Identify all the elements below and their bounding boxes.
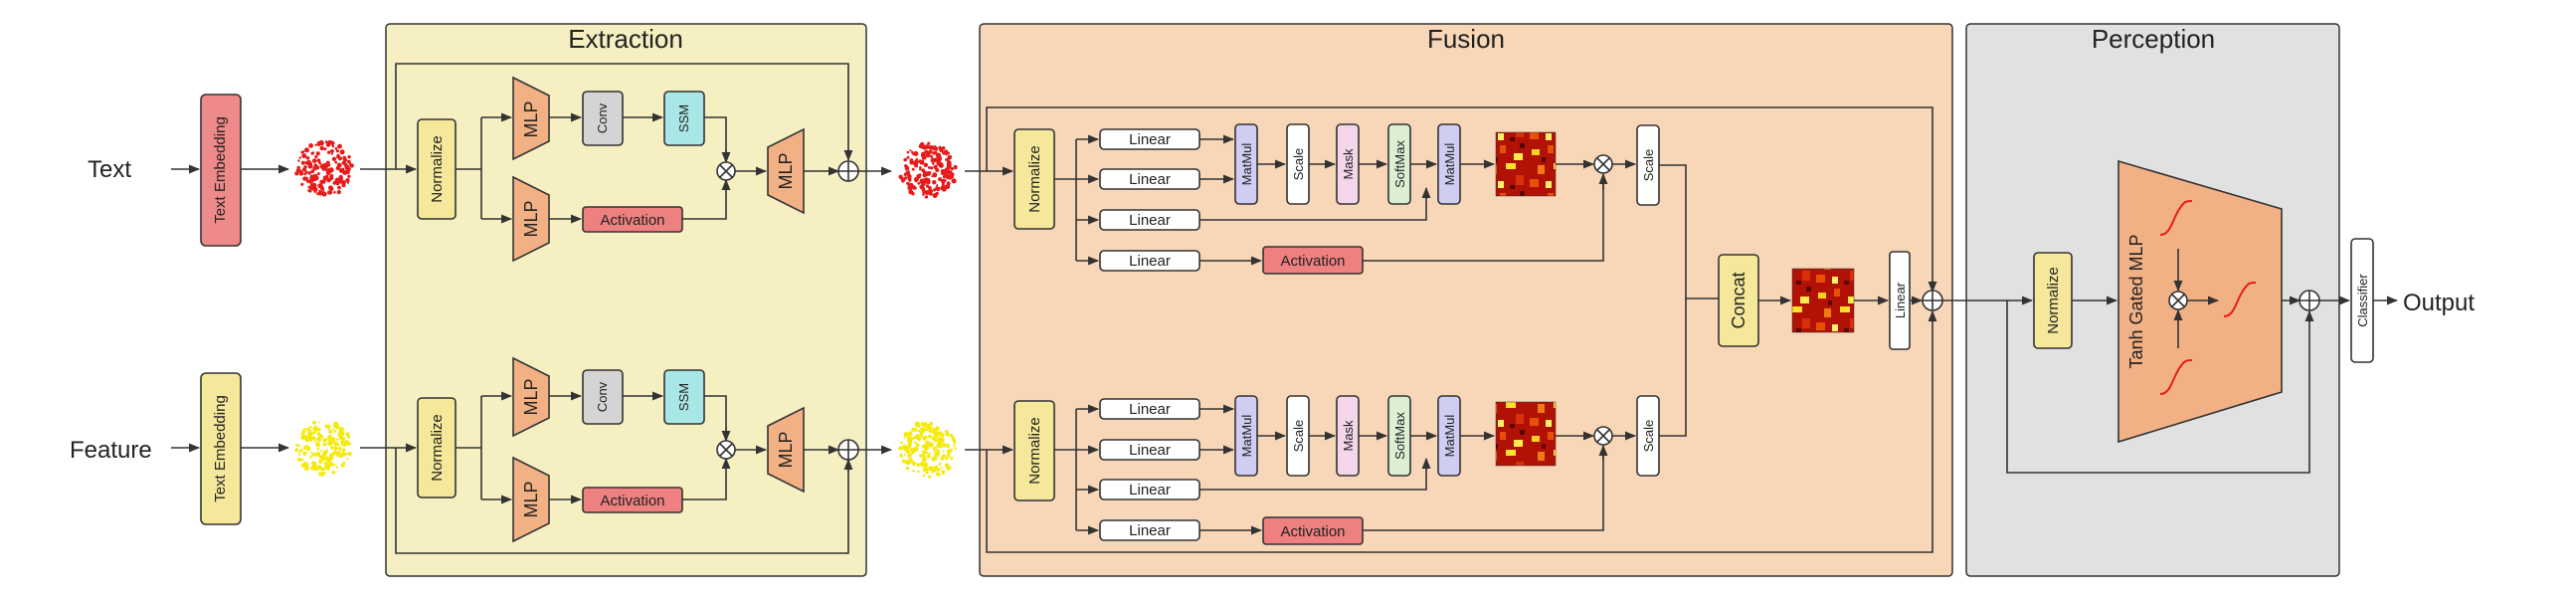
tanh-gated-mlp-label: Tanh Gated MLP bbox=[2126, 234, 2146, 368]
mlp-up-bottom bbox=[512, 356, 550, 438]
add-node-perception bbox=[2299, 290, 2320, 311]
matmul-2-label-bottom: MatMul bbox=[1442, 415, 1457, 458]
ssm-box-bottom bbox=[663, 369, 705, 425]
scale-1-label-top: Scale bbox=[1291, 148, 1306, 181]
scale-1-label-bottom: Scale bbox=[1291, 420, 1306, 453]
mlp-out-label-bottom: MLP bbox=[776, 431, 796, 468]
multiply-node-extraction-top bbox=[716, 161, 736, 181]
classifier-label: Classifier bbox=[2355, 274, 2370, 327]
activation-label-extraction-top: Activation bbox=[600, 212, 664, 229]
mlp-up-top bbox=[512, 76, 550, 161]
mlp-down-label-top: MLP bbox=[521, 200, 541, 237]
multiply-node-extraction-bottom bbox=[716, 440, 736, 460]
linear-k-label-bottom: Linear bbox=[1129, 442, 1171, 459]
ssm-label-top: SSM bbox=[676, 104, 691, 132]
mlp-out-top bbox=[767, 127, 805, 215]
mlp-down-label-bottom: MLP bbox=[521, 481, 541, 517]
add-node-extraction-top bbox=[837, 160, 859, 182]
fusion-title: Fusion bbox=[1427, 24, 1505, 54]
concat-label: Concat bbox=[1729, 272, 1748, 328]
tanh-curve-icon-bottom bbox=[2159, 359, 2193, 395]
multiply-node-perception bbox=[2168, 291, 2188, 310]
text-point-cloud-2 bbox=[898, 141, 958, 199]
ssm-label-bottom: SSM bbox=[676, 383, 691, 411]
fusion-linear-label: Linear bbox=[1893, 282, 1908, 318]
extraction-panel bbox=[385, 23, 867, 577]
linear-q-label-bottom: Linear bbox=[1129, 401, 1171, 418]
matmul-1-label-top: MatMul bbox=[1239, 143, 1254, 186]
text-embedding-box-top bbox=[200, 94, 242, 247]
normalize-label-perception: Normalize bbox=[2045, 267, 2062, 334]
multiply-node-fusion-bottom bbox=[1593, 426, 1613, 446]
mlp-down-top bbox=[512, 175, 550, 263]
feature-input-label: Feature bbox=[70, 437, 152, 464]
attention-map-bottom bbox=[1495, 401, 1557, 467]
normalize-box-fusion-bottom bbox=[1013, 400, 1055, 501]
feature-branch: Text Embedding Normalize MLP MLP Conv SS… bbox=[171, 356, 1014, 554]
text-embedding-box-bottom bbox=[200, 372, 242, 525]
conv-box-top bbox=[582, 91, 624, 146]
attention-map-top bbox=[1495, 131, 1557, 197]
fusion-attention-bottom: Normalize Linear Linear Linear Linear Ma… bbox=[1013, 298, 1687, 545]
softmax-label-bottom: SoftMax bbox=[1392, 412, 1407, 460]
linear-k-label-top: Linear bbox=[1129, 171, 1171, 188]
fusion-attention-top: Normalize Linear Linear Linear Linear Ma… bbox=[1013, 123, 1719, 299]
feature-point-cloud-1 bbox=[294, 420, 352, 477]
linear-v-label-bottom: Linear bbox=[1129, 482, 1171, 498]
normalize-label-fusion-top: Normalize bbox=[1026, 145, 1043, 213]
ssm-box-top bbox=[663, 91, 705, 146]
mask-label-top: Mask bbox=[1341, 148, 1356, 180]
text-embedding-label-top: Text Embedding bbox=[212, 116, 229, 224]
normalize-label-fusion-bottom: Normalize bbox=[1026, 417, 1043, 485]
conv-label-top: Conv bbox=[595, 102, 610, 133]
mlp-down-bottom bbox=[512, 456, 550, 543]
tanh-curve-icon-middle bbox=[2223, 282, 2257, 317]
mlp-up-label-top: MLP bbox=[521, 100, 541, 137]
conv-label-bottom: Conv bbox=[595, 381, 610, 412]
text-embedding-label-bottom: Text Embedding bbox=[212, 395, 229, 502]
matmul-1-label-bottom: MatMul bbox=[1239, 415, 1254, 458]
softmax-label-top: SoftMax bbox=[1392, 140, 1407, 188]
linear-gate-label-bottom: Linear bbox=[1129, 522, 1171, 539]
scale-out-label-top: Scale bbox=[1641, 149, 1656, 182]
activation-label-fusion-bottom: Activation bbox=[1280, 523, 1345, 540]
perception-title: Perception bbox=[2092, 24, 2215, 54]
text-input-label: Text bbox=[88, 156, 131, 183]
extraction-title: Extraction bbox=[568, 24, 683, 54]
mask-label-bottom: Mask bbox=[1341, 420, 1356, 452]
add-node-extraction-bottom bbox=[837, 439, 859, 461]
tanh-gated-mlp-block bbox=[2117, 159, 2283, 444]
mlp-out-label-top: MLP bbox=[776, 152, 796, 189]
mlp-up-label-bottom: MLP bbox=[521, 378, 541, 415]
feature-point-cloud-2 bbox=[898, 421, 957, 479]
normalize-label-extraction-bottom: Normalize bbox=[429, 414, 446, 482]
normalize-label-extraction-top: Normalize bbox=[429, 135, 446, 203]
scale-out-label-bottom: Scale bbox=[1641, 420, 1656, 453]
text-branch: Text Embedding Normalize MLP MLP Conv SS… bbox=[171, 63, 1014, 263]
output-label: Output bbox=[2403, 290, 2475, 316]
activation-label-fusion-top: Activation bbox=[1280, 253, 1345, 270]
activation-label-extraction-bottom: Activation bbox=[600, 493, 664, 509]
tanh-curve-icon-top bbox=[2159, 200, 2193, 236]
add-node-fusion bbox=[1922, 290, 1943, 311]
multiply-node-fusion-top bbox=[1593, 154, 1613, 174]
fused-attention-map bbox=[1791, 268, 1855, 333]
linear-gate-label-top: Linear bbox=[1129, 253, 1171, 270]
linear-v-label-top: Linear bbox=[1129, 212, 1171, 229]
text-point-cloud-1 bbox=[294, 139, 354, 197]
matmul-2-label-top: MatMul bbox=[1442, 143, 1457, 186]
mlp-out-bottom bbox=[767, 406, 805, 494]
linear-q-label-top: Linear bbox=[1129, 131, 1171, 148]
conv-box-bottom bbox=[582, 369, 624, 425]
